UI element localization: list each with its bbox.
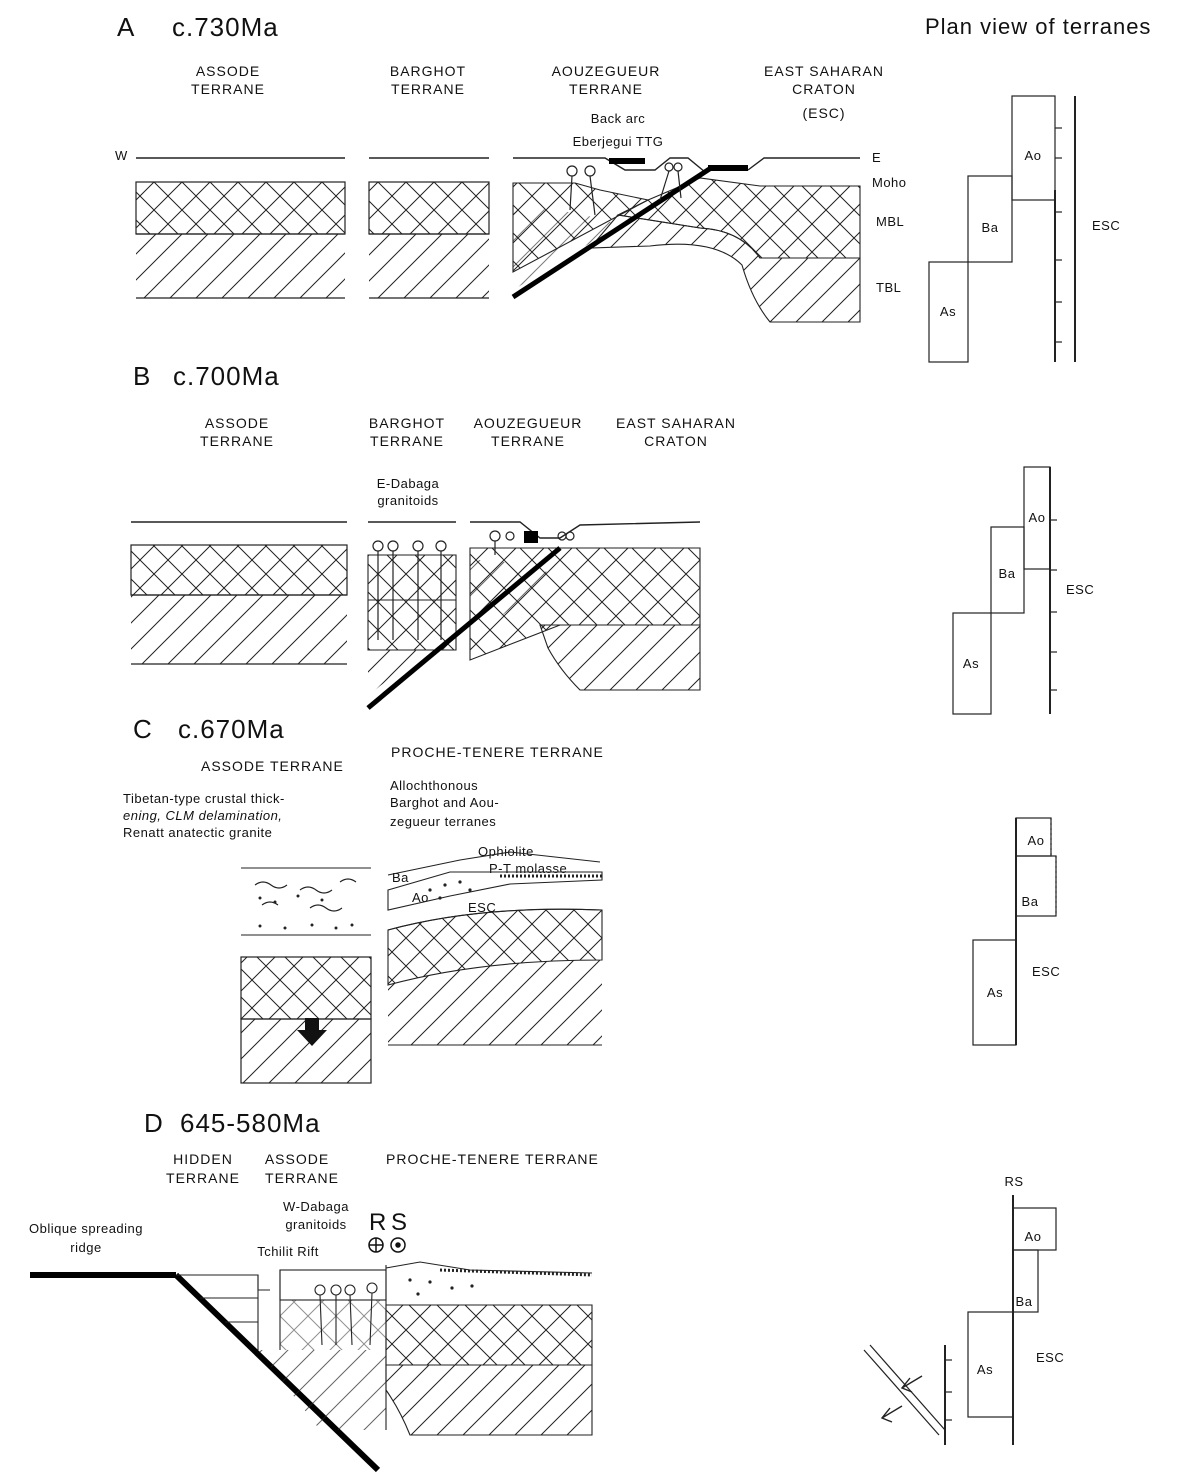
c-ophiolite-label: Ophiolite xyxy=(478,844,534,859)
c-left-note-1: Tibetan-type crustal thick- xyxy=(123,791,285,806)
c-plan-ba: Ba xyxy=(1022,894,1039,909)
d-assode-label-2: TERRANE xyxy=(265,1170,339,1186)
a-plan-esc: ESC xyxy=(1092,218,1120,233)
a-moho-label: Moho xyxy=(872,175,907,190)
d-s-label: S xyxy=(391,1209,408,1236)
c-proche-tenere-label: PROCHE-TENERE TERRANE xyxy=(391,744,604,760)
a-barghot-label-1: BARGHOT xyxy=(390,63,466,79)
d-ridge-label-2: ridge xyxy=(70,1240,101,1255)
b-assode-label-2: TERRANE xyxy=(200,433,274,449)
d-granitoids-label-2: granitoids xyxy=(285,1217,346,1232)
a-aouzegueur-label-1: AOUZEGUEUR xyxy=(552,63,661,79)
b-barghot-label-2: TERRANE xyxy=(370,433,444,449)
c-plan-as: As xyxy=(987,985,1003,1000)
panel-c-age: c.670Ma xyxy=(178,714,285,744)
panel-b-letter: B xyxy=(133,361,151,391)
panel-a-letter: A xyxy=(117,12,135,42)
c-left-note-2: ening, CLM delamination, xyxy=(123,808,282,823)
a-back-arc-label: Back arc xyxy=(591,111,646,126)
a-esc-label-1: EAST SAHARAN xyxy=(764,63,884,79)
d-ridge-label-1: Oblique spreading xyxy=(29,1221,143,1236)
c-assode-label: ASSODE TERRANE xyxy=(201,758,344,774)
panel-d-letter: D xyxy=(144,1108,164,1138)
a-west-label: W xyxy=(115,148,128,163)
d-granitoids-label-1: W-Dabaga xyxy=(283,1199,349,1214)
b-plan-ao: Ao xyxy=(1029,510,1046,525)
a-east-label: E xyxy=(872,150,881,165)
d-r-label: R xyxy=(369,1209,387,1236)
d-hidden-label-1: HIDDEN xyxy=(173,1151,233,1167)
c-left-note-3: Renatt anatectic granite xyxy=(123,825,272,840)
a-plan-ba: Ba xyxy=(982,220,999,235)
d-hidden-label-2: TERRANE xyxy=(166,1170,240,1186)
b-granitoids-label-1: E-Dabaga xyxy=(377,476,440,491)
panel-c-letter: C xyxy=(133,714,153,744)
a-assode-label-2: TERRANE xyxy=(191,81,265,97)
panel-d-age: 645-580Ma xyxy=(180,1108,321,1138)
a-barghot-label-2: TERRANE xyxy=(391,81,465,97)
a-ttg-label: Eberjegui TTG xyxy=(573,134,664,149)
d-plan-ao: Ao xyxy=(1025,1229,1042,1244)
b-esc-label-1: EAST SAHARAN xyxy=(616,415,736,431)
b-granitoids-label-2: granitoids xyxy=(377,493,438,508)
d-assode-label-1: ASSODE xyxy=(265,1151,329,1167)
d-plan-ba: Ba xyxy=(1016,1294,1033,1309)
c-molasse-label: P-T molasse xyxy=(489,861,567,876)
d-plan-arrow-a-icon xyxy=(880,1405,903,1423)
a-tbl-label: TBL xyxy=(876,280,901,295)
plan-view-title: Plan view of terranes xyxy=(925,14,1151,39)
c-plan-esc: ESC xyxy=(1032,964,1060,979)
c-right-note-2: Barghot and Aou- xyxy=(390,795,499,810)
d-plan-rs: RS xyxy=(1004,1174,1023,1189)
b-plan-ba: Ba xyxy=(999,566,1016,581)
panel-d: D 645-580Ma HIDDEN TERRANE ASSODE TERRAN… xyxy=(29,1108,1064,1473)
a-plan-as: As xyxy=(940,304,956,319)
c-plan-ao: Ao xyxy=(1028,833,1045,848)
d-plan-arrow-b-icon xyxy=(900,1375,923,1393)
b-plan-esc: ESC xyxy=(1066,582,1094,597)
c-esc-label: ESC xyxy=(468,900,496,915)
b-esc-label-2: CRATON xyxy=(644,433,708,449)
b-aouzegueur-label-1: AOUZEGUEUR xyxy=(474,415,583,431)
a-plan-ao: Ao xyxy=(1025,148,1042,163)
a-mbl-label: MBL xyxy=(876,214,904,229)
b-aouzegueur-label-2: TERRANE xyxy=(491,433,565,449)
a-aouzegueur-label-2: TERRANE xyxy=(569,81,643,97)
d-proche-tenere-label: PROCHE-TENERE TERRANE xyxy=(386,1151,599,1167)
c-right-note-3: zegueur terranes xyxy=(390,814,496,829)
c-right-note-1: Allochthonous xyxy=(390,778,478,793)
a-assode-label-1: ASSODE xyxy=(196,63,260,79)
panel-b-age: c.700Ma xyxy=(173,361,280,391)
a-esc-label-3: (ESC) xyxy=(802,105,845,121)
d-plan-esc: ESC xyxy=(1036,1350,1064,1365)
d-plan-as: As xyxy=(977,1362,993,1377)
panel-b: B c.700Ma ASSODE TERRANE BARGHOT TERRANE… xyxy=(130,361,1094,715)
b-plan-as: As xyxy=(963,656,979,671)
panel-c: C c.670Ma ASSODE TERRANE PROCHE-TENERE T… xyxy=(123,714,1060,1084)
b-assode-label-1: ASSODE xyxy=(205,415,269,431)
panel-a: A c.730Ma ASSODE TERRANE BARGHOT TERRANE… xyxy=(115,12,1120,363)
a-esc-label-2: CRATON xyxy=(792,81,856,97)
panel-a-age: c.730Ma xyxy=(172,12,279,42)
d-rift-label: Tchilit Rift xyxy=(257,1244,319,1259)
b-barghot-label-1: BARGHOT xyxy=(369,415,445,431)
